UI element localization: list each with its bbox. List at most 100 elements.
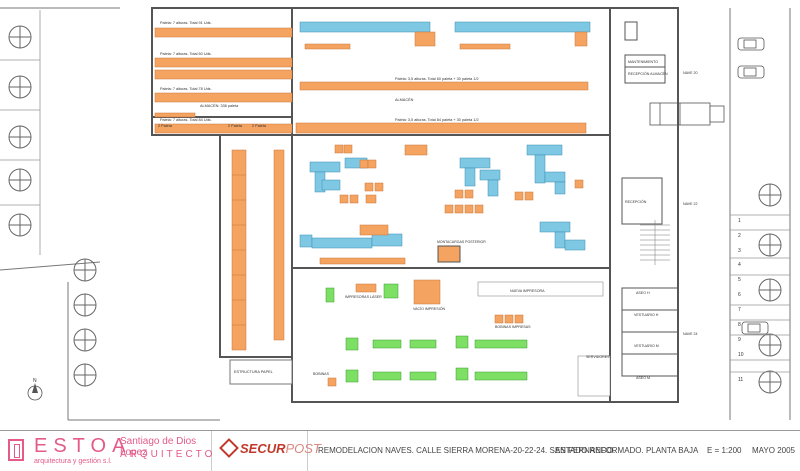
workstation bbox=[544, 171, 566, 183]
office-orange bbox=[319, 144, 584, 265]
rack bbox=[295, 122, 587, 134]
svg-text:ALMACÉN: 336 paleta: ALMACÉN: 336 paleta bbox=[200, 103, 239, 108]
svg-text:BOBINAS IMPRESAS: BOBINAS IMPRESAS bbox=[495, 325, 531, 329]
machine bbox=[325, 287, 335, 303]
rack bbox=[273, 149, 285, 341]
tree-icon bbox=[8, 125, 32, 149]
svg-text:6: 6 bbox=[738, 292, 741, 298]
svg-text:Paleta: 7 alturas. Total 60 Ud: Paleta: 7 alturas. Total 60 Uds. bbox=[160, 52, 212, 56]
machine bbox=[409, 339, 437, 349]
tree-icon bbox=[8, 25, 32, 49]
svg-text:2 Paleta: 2 Paleta bbox=[158, 124, 173, 128]
montacargas: MONTACARGAS POSTERIOR bbox=[437, 240, 486, 263]
north-arrow-icon: N bbox=[27, 378, 43, 401]
rack bbox=[574, 31, 588, 47]
svg-text:Paleta: 7 alturas. Total 78 Ud: Paleta: 7 alturas. Total 78 Uds. bbox=[160, 87, 212, 91]
machine bbox=[455, 335, 469, 349]
svg-text:4: 4 bbox=[738, 262, 741, 268]
svg-text:Paleta: 3,5 alturas. Total 60: Paleta: 3,5 alturas. Total 60 paleta + 3… bbox=[395, 77, 479, 81]
tree-icon bbox=[8, 213, 32, 237]
site-lines bbox=[0, 7, 791, 421]
car-icon bbox=[741, 321, 769, 335]
upper-labels: Paleta: 3,5 alturas. Total 60 paleta + 3… bbox=[395, 77, 479, 122]
svg-text:VESTUARIO M: VESTUARIO M bbox=[634, 344, 659, 348]
title-block: ESTOA arquitectura y gestión s.l. Santia… bbox=[0, 430, 800, 471]
right-rooms bbox=[621, 21, 679, 377]
client-name: SECURPOST bbox=[240, 441, 321, 456]
svg-text:N: N bbox=[33, 378, 37, 384]
svg-text:BOBINAS: BOBINAS bbox=[313, 372, 330, 376]
workstation bbox=[309, 161, 341, 173]
svg-text:3: 3 bbox=[738, 248, 741, 254]
architect-name: Santiago de Dios Lopez bbox=[120, 436, 197, 458]
svg-text:2 Paleta: 2 Paleta bbox=[228, 124, 243, 128]
svg-text:Paleta: 3,5 alturas. Total 84: Paleta: 3,5 alturas. Total 84 paleta + 3… bbox=[395, 118, 479, 122]
machine bbox=[345, 337, 359, 351]
tree-icon bbox=[758, 333, 782, 357]
upper-blue-shelves bbox=[299, 21, 591, 33]
svg-text:MONTACARGAS POSTERIOR: MONTACARGAS POSTERIOR bbox=[437, 240, 486, 244]
firm-subtitle: arquitectura y gestión s.l. bbox=[34, 458, 112, 465]
rack bbox=[304, 43, 351, 50]
machine bbox=[383, 283, 399, 299]
left-racks bbox=[154, 27, 293, 134]
svg-text:NAVE 22: NAVE 22 bbox=[683, 202, 698, 206]
right-room-labels: MANTENIMIENTO RECEPCIÓN ALMACÉN NAVE 20 … bbox=[625, 60, 698, 380]
svg-text:9: 9 bbox=[738, 337, 741, 343]
tree-icon bbox=[73, 293, 97, 317]
client-cell: SECURPOST bbox=[212, 431, 321, 471]
svg-text:ASEO M: ASEO M bbox=[636, 376, 650, 380]
svg-text:7: 7 bbox=[738, 307, 741, 313]
svg-text:NUEVA IMPRESORA: NUEVA IMPRESORA bbox=[510, 289, 545, 293]
shelf bbox=[299, 21, 431, 33]
svg-text:5: 5 bbox=[738, 277, 741, 283]
svg-text:ALMACÉN: ALMACÉN bbox=[395, 97, 414, 102]
workstation bbox=[459, 157, 491, 169]
tree-icon bbox=[758, 233, 782, 257]
machine bbox=[455, 367, 469, 381]
machine bbox=[474, 371, 528, 381]
tree-icon bbox=[758, 278, 782, 302]
workstation bbox=[564, 239, 586, 251]
tree-icon bbox=[8, 75, 32, 99]
estoa-logo-icon bbox=[8, 439, 24, 461]
svg-text:10: 10 bbox=[738, 352, 744, 358]
svg-text:ESTRUCTURA PAPEL: ESTRUCTURA PAPEL bbox=[234, 370, 273, 374]
svg-text:SERVIDORES: SERVIDORES bbox=[586, 355, 610, 359]
client-name-a: SECUR bbox=[240, 441, 286, 456]
svg-text:VACÍO IMPRESIÓN: VACÍO IMPRESIÓN bbox=[413, 306, 445, 311]
print-grey bbox=[477, 281, 611, 397]
upper-racks bbox=[295, 31, 589, 134]
svg-text:1: 1 bbox=[738, 218, 741, 224]
drawing-state: ESTADO REFORMADO. PLANTA BAJA bbox=[555, 446, 699, 455]
workstations bbox=[299, 144, 586, 251]
svg-text:NAVE 24: NAVE 24 bbox=[683, 332, 698, 336]
client-name-b: POST bbox=[285, 441, 321, 456]
drawing-date: MAYO 2005 bbox=[752, 446, 795, 455]
svg-text:ASEO H: ASEO H bbox=[636, 291, 650, 295]
drawing-scale: E = 1:200 bbox=[707, 446, 742, 455]
parking-strip-left bbox=[0, 10, 41, 255]
svg-text:IMPRESORAS LÁSER: IMPRESORAS LÁSER bbox=[345, 295, 382, 299]
parking-numbers: 1 2 3 4 5 6 7 8 9 10 11 bbox=[738, 218, 744, 383]
svg-text:2 Paleta: 2 Paleta bbox=[252, 124, 267, 128]
workstation bbox=[299, 234, 313, 248]
print-machines bbox=[325, 283, 528, 383]
project-title: REMODELACION NAVES. CALLE SIERRA MORENA-… bbox=[318, 446, 616, 455]
print-orange bbox=[327, 279, 524, 387]
rack bbox=[414, 31, 436, 47]
car-icon bbox=[737, 37, 765, 51]
rack bbox=[154, 57, 293, 68]
firm-cell: ESTOA arquitectura y gestión s.l. Santia… bbox=[0, 431, 212, 471]
tree-icon bbox=[73, 363, 97, 387]
svg-text:MANTENIMIENTO: MANTENIMIENTO bbox=[628, 60, 658, 64]
shelf bbox=[454, 21, 591, 33]
machine bbox=[372, 371, 402, 381]
svg-text:8: 8 bbox=[738, 322, 741, 328]
tree-icon bbox=[73, 328, 97, 352]
machine bbox=[474, 339, 528, 349]
svg-text:11: 11 bbox=[738, 377, 743, 383]
svg-text:RECEPCIÓN ALMACÉN: RECEPCIÓN ALMACÉN bbox=[628, 71, 668, 76]
left-rack-labels: Paleta: 7 alturas. Total 91 Uds. Paleta:… bbox=[158, 21, 267, 128]
workstation bbox=[534, 154, 546, 184]
